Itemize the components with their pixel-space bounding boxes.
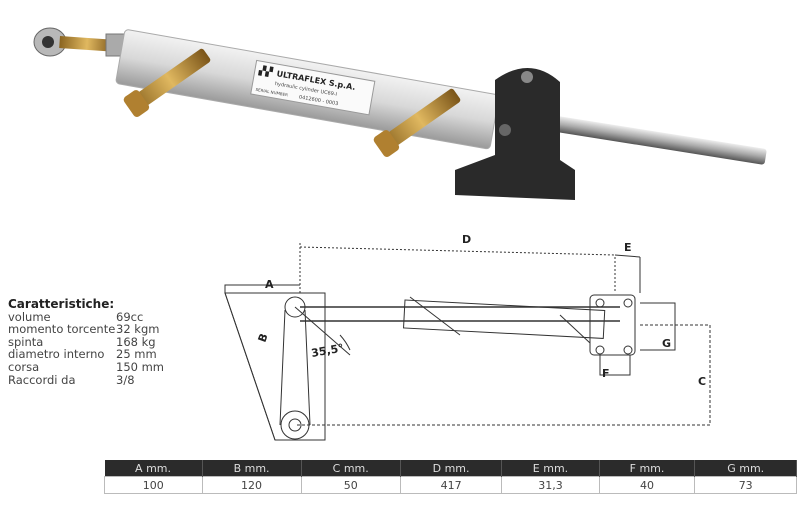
spec-row: diametro interno 25 mm (8, 348, 164, 361)
dim-label-g: G (662, 337, 671, 350)
column-header: G mm. (694, 460, 797, 477)
cylinder-body: ▞▞ ULTRAFLEX S.p.A. hydraulic cylinder U… (115, 29, 500, 150)
spec-key: diametro interno (8, 347, 105, 362)
serial-caption: SERIAL NUMBER (255, 87, 288, 98)
spec-value: 69cc (116, 309, 144, 324)
dim-label-e: E (624, 241, 632, 254)
spec-key: volume (8, 309, 51, 324)
table-cell: 50 (300, 476, 401, 494)
table-header-row: A mm. B mm. C mm. D mm. E mm. F mm. G mm… (104, 460, 797, 477)
spec-row: spinta 168 kg (8, 336, 164, 349)
dim-label-f: F (602, 367, 610, 380)
table-cell: 73 (694, 476, 797, 494)
spec-key: spinta (8, 334, 44, 349)
dim-label-a: A (265, 278, 274, 291)
table-cell: 417 (399, 476, 503, 494)
svg-text:▞▞: ▞▞ (257, 64, 275, 79)
spec-row: Raccordi da 3/8 (8, 372, 164, 387)
hydraulic-fitting-right (373, 88, 461, 157)
angle-label: 35,5° (310, 341, 344, 359)
column-header: E mm. (501, 460, 600, 477)
dim-label-d: D (462, 233, 471, 246)
dim-label-c: C (698, 375, 706, 388)
mounting-bracket (455, 67, 575, 200)
table-cell: 31,3 (501, 476, 600, 494)
specs-title: Caratteristiche: (8, 297, 115, 311)
specifications: Caratteristiche: volume 69cc momento torc… (8, 298, 164, 386)
column-header: B mm. (202, 460, 302, 477)
spec-value: 3/8 (116, 372, 135, 387)
hydraulic-fitting-left (123, 48, 211, 117)
spec-value: 32 kgm (116, 322, 160, 337)
technical-drawing: A B C D E F G 35,5° (224, 233, 711, 441)
spec-value: 150 mm (116, 359, 165, 374)
rod-end (33, 27, 127, 57)
spec-value: 25 mm (116, 347, 157, 362)
spec-value: 168 kg (116, 334, 156, 349)
dimensions-table: A mm. B mm. C mm. D mm. E mm. F mm. G mm… (104, 460, 797, 494)
product-photo: ▞▞ ULTRAFLEX S.p.A. hydraulic cylinder U… (33, 27, 767, 200)
column-header: A mm. (104, 460, 203, 477)
spec-key: Raccordi da (8, 372, 76, 387)
spec-key: momento torcente (8, 322, 116, 337)
column-header: F mm. (599, 460, 696, 477)
table-cell: 120 (201, 476, 302, 494)
spec-row: volume 69cc (8, 309, 164, 324)
table-cell: 40 (598, 476, 696, 494)
table-row: 100 120 50 417 31,3 40 73 (104, 476, 797, 494)
column-header: D mm. (400, 460, 503, 477)
column-header: C mm. (301, 460, 401, 477)
spec-key: corsa (8, 359, 40, 374)
dim-label-b: B (256, 332, 271, 344)
table-cell: 100 (104, 476, 203, 494)
spec-row: corsa 150 mm (8, 361, 164, 374)
